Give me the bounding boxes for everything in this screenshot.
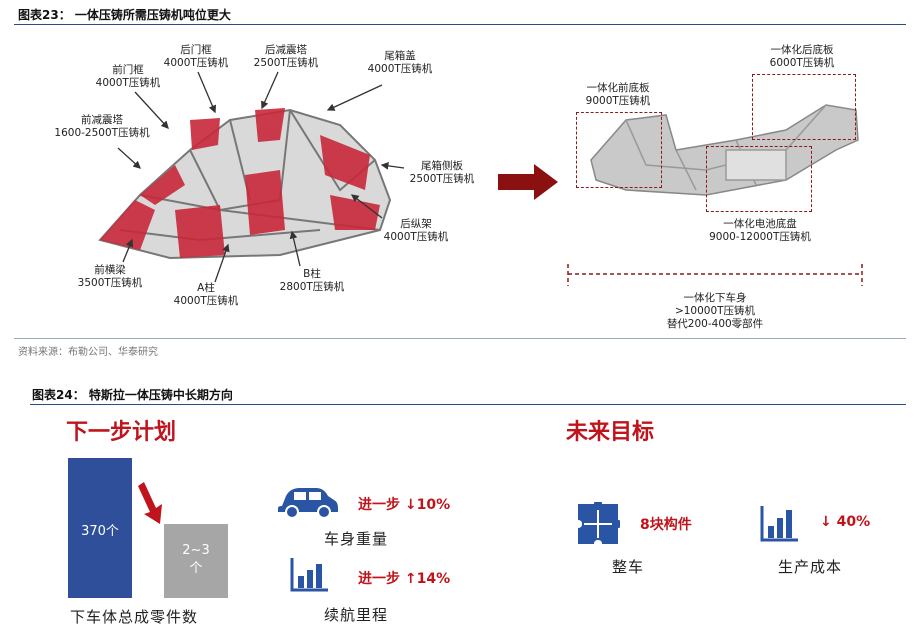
up-arrow-icon: ↑ <box>404 571 417 587</box>
range-label: 续航里程 <box>324 606 389 624</box>
car-body-illustration <box>98 108 392 260</box>
figure-24-title-rule <box>30 404 906 405</box>
weight-change: 进一步 ↓10% <box>358 497 451 513</box>
front-underbody-box <box>576 112 662 188</box>
down-arrow-icon: ↓ <box>820 514 832 530</box>
car-icon <box>278 488 338 519</box>
chassis-illustration <box>590 104 859 196</box>
figure-24-title: 图表24： 特斯拉一体压铸中长期方向 <box>32 388 233 402</box>
callout-lower-body: 一体化下车身>10000T压铸机替代200-400零部件 <box>666 292 764 330</box>
cost-chart-icon <box>760 506 798 542</box>
bar-chart-icon <box>290 558 328 592</box>
range-change: 进一步 ↑14% <box>358 571 451 587</box>
parts-bar-target <box>164 524 228 598</box>
figure-23-title: 图表23： 一体压铸所需压铸机吨位更大 <box>18 8 231 22</box>
decrease-arrow-icon <box>138 482 162 524</box>
parts-bar-target-label: 2~3个 <box>182 543 210 576</box>
cost-change: ↓ 40% <box>820 514 871 530</box>
puzzle-icon <box>578 502 620 544</box>
figure-23-title-rule <box>14 24 906 25</box>
parts-bar-current <box>68 458 132 598</box>
future-goal-heading: 未来目标 <box>566 420 655 445</box>
cost-label: 生产成本 <box>778 558 843 576</box>
figure-23-bottom-rule <box>14 338 906 339</box>
lower-body-span-bracket <box>567 264 863 286</box>
figure-23-source: 资料来源：布勒公司、华泰研究 <box>18 347 158 358</box>
rear-underbody-box <box>752 74 856 140</box>
leader-lines <box>117 71 405 283</box>
parts-bar-current-label: 370个 <box>81 524 119 539</box>
weight-label: 车身重量 <box>324 530 389 548</box>
battery-tray-box <box>706 146 812 212</box>
down-arrow-icon: ↓ <box>404 497 417 513</box>
transition-arrow-icon <box>498 164 558 200</box>
vehicle-label: 整车 <box>612 558 645 576</box>
parts-count-caption: 下车体总成零件数 <box>70 608 199 626</box>
parts-target: 8块构件 <box>640 517 692 533</box>
next-step-heading: 下一步计划 <box>66 420 177 445</box>
